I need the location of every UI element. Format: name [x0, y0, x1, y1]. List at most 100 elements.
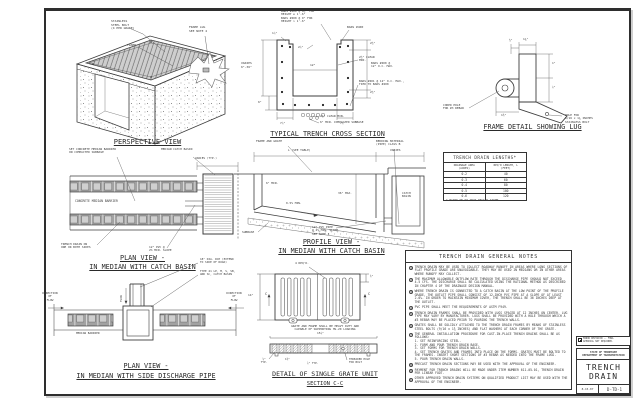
cross-section-view: BARS #400 @ 4½" FOR HEIGHT ≤ 1'-6" BARS …: [225, 9, 430, 144]
dim-1-78: 1⅞": [272, 31, 278, 35]
section-cc-title: SECTION C-C: [306, 381, 344, 387]
table-row: 0.5 100: [444, 188, 526, 195]
note-number: 7: [409, 332, 413, 337]
bars-400-label: BARS #400: [347, 25, 364, 29]
note-text: PVC PIPE SHALL MEET THE REQUIREMENTS OF …: [414, 305, 508, 310]
dim-6min: 6" MIN.: [266, 181, 279, 185]
frame-grate-label: FRAME AND GRATE: [256, 139, 283, 143]
general-notes-title: TRENCH DRAIN GENERAL NOTES: [406, 251, 571, 263]
bolt-hole-label: HOLE FOR 9/16 x 1¾ INCHES STAINLESS BOLT: [565, 113, 593, 124]
type41-label: TYPE 41 LP, M, S, SB, AND SC, CATCH BASI…: [200, 269, 236, 277]
note-text: TRENCH DRAIN MAY BE USED TO COLLECT ROAD…: [414, 264, 568, 276]
table-row: 0.3 60: [444, 177, 526, 184]
sheet-number: D-TD-1: [606, 386, 623, 392]
profile-drawing: [234, 145, 426, 249]
plan2-title-line1: PLAN VIEW -: [123, 362, 169, 370]
cell-length: 100: [502, 188, 509, 193]
dim-14: 14": [248, 293, 254, 297]
dim-36max: 36" MAX.: [338, 191, 352, 195]
cell-area: 0.2: [444, 172, 486, 177]
threaded-hole-label: THREADED HOLE FOR BOLT: [349, 357, 371, 365]
cell-area: 0.6: [444, 194, 486, 200]
perspective-title: PERSPECTIVE VIEW: [113, 138, 182, 146]
plan-catch-basin-drawing: [69, 156, 239, 249]
dim-12: 12": [310, 63, 316, 67]
note-text: GRATES SHALL BE SOLIDLY ATTACHED TO THE …: [414, 322, 566, 331]
stainless-bolt-label: STAINLESS STEEL BOLT (4 PER GRATE): [111, 19, 135, 31]
note-text: TRENCH DRAIN FRAMES SHALL BE PROVIDED WI…: [414, 310, 568, 322]
set-barrier-label: SET CONCRETE MEDIAN BARRIER ON COMPACTED…: [69, 147, 116, 155]
note-text: THE GENERAL INSTALLATION PROCEDURE FOR C…: [414, 331, 566, 362]
dim-58-side: ⅝": [370, 274, 374, 278]
dim-2half-bot: 2½": [370, 90, 376, 94]
note-number: 9: [409, 368, 413, 373]
plan1-title-line1: PLAN VIEW -: [119, 254, 165, 262]
plan1-title-line2: IN MEDIAN WITH CATCH BASIN: [89, 263, 196, 271]
note-number: 1: [409, 265, 413, 270]
pvc-label-profile: 12" PVC PIPE @ 2% MIN. SLOPE SEE NOTE 3: [312, 225, 339, 236]
frame-label: FRAME: [127, 43, 137, 47]
dim-2half-top: 2½": [370, 41, 376, 45]
note-number: 3: [409, 290, 413, 295]
frame-detail-drawing: [468, 42, 568, 124]
bars-400-12-label: BARS #400 @ 12" O.C. MAX.: [371, 61, 394, 69]
cell-area: 0.4: [444, 183, 486, 188]
note-number: 10: [409, 377, 414, 382]
dim-78: ⅞": [552, 85, 556, 89]
lengths-table-header: DRAINAGE AREA (ACRES) REQ'D LENGTH, L (F…: [444, 163, 526, 173]
cell-length: 60: [503, 177, 508, 182]
note-number: 6: [409, 324, 413, 329]
drawing-title: TRENCH DRAIN: [576, 359, 631, 385]
note-text: PAYMENT FOR TRENCH DRAINS WILL BE MADE U…: [414, 367, 564, 376]
frame-lug-label: FRAME LUG SEE NOTE 4: [189, 25, 208, 33]
dim-134: 1¾": [523, 37, 529, 41]
cell-area: 0.3: [444, 177, 486, 183]
cross-section-title: TYPICAL TRENCH CROSS SECTION: [270, 130, 385, 138]
grate-detail-view: C C 4 REQ'D. 14" ⅝" GRATE AND FRAME SHAL…: [245, 261, 405, 394]
dim-half: ½": [509, 38, 513, 42]
median-barrier-label: MEDIAN BARRIER: [76, 331, 100, 335]
varies-typ-label: VARIES (TYP.): [195, 156, 217, 160]
note-text: THE MAXIMUM ALLOWABLE OUTFLOW RATE THROU…: [414, 276, 566, 289]
plan-side-discharge-drawing: FLOW: [48, 262, 244, 341]
lengths-col2-header: REQ'D LENGTH, L (FEET): [493, 163, 518, 171]
perspective-view: STAINLESS STEEL BOLT (4 PER GRATE) FRAME…: [55, 14, 240, 149]
section-c-left-label: C: [265, 292, 267, 296]
plan-catch-basin-view: SET CONCRETE MEDIAN BARRIER ON COMPACTED…: [45, 147, 240, 280]
dim-1: 1": [552, 61, 556, 65]
dim-2-78: 2⅞": [298, 45, 304, 49]
cell-area: 0.5: [444, 188, 486, 194]
plan-side-discharge-view: FLOW DIRECTION OF FLOW DIRECTION OF FLOW…: [40, 257, 252, 386]
concrete-barrier-label: CONCRETE MEDIAN BARRIER: [75, 199, 118, 203]
drawing-date: 8-15-07: [577, 384, 599, 393]
varies-label-profile: VARIES: [390, 148, 401, 152]
lengths-table-footnote: * BASED ON 50-YEAR DESIGN STORM: [446, 198, 499, 202]
grate-detail-drawing: C C: [257, 266, 378, 361]
note-number: 8: [409, 363, 413, 368]
note-number: 2: [409, 278, 413, 282]
varies-label: VARIES 6"-36": [241, 61, 252, 69]
direction-flow-left-label: DIRECTION OF FLOW: [42, 291, 58, 302]
frame-detail-view: 1¾" ½" 1" ⅞" 1⅜" CORED HOLE FOR #3 REBAR…: [435, 28, 630, 133]
slope-label: 0.5% MIN.: [286, 201, 302, 205]
lengths-table-title: TRENCH DRAIN LENGTHS*: [444, 153, 526, 163]
dim-l-label: L (SEE TABLE): [288, 148, 311, 152]
dim-1578: 15⅞": [317, 331, 324, 335]
hs20-note: GRATE AND FRAME SHALL BE HEAVY DUTY AND …: [291, 324, 359, 332]
dim-wall-right: 7⅞": [340, 121, 346, 125]
grate-detail-title: DETAIL OF SINGLE GRATE UNIT: [272, 370, 378, 378]
subbase-label-profile: SUBBASE: [242, 230, 255, 234]
note-text: WHERE TRENCH DRAIN IS CONNECTED TO A CAT…: [414, 289, 564, 305]
note-text: OTHER APPROVED TRENCH DRAIN SYSTEMS ON Q…: [414, 376, 568, 385]
